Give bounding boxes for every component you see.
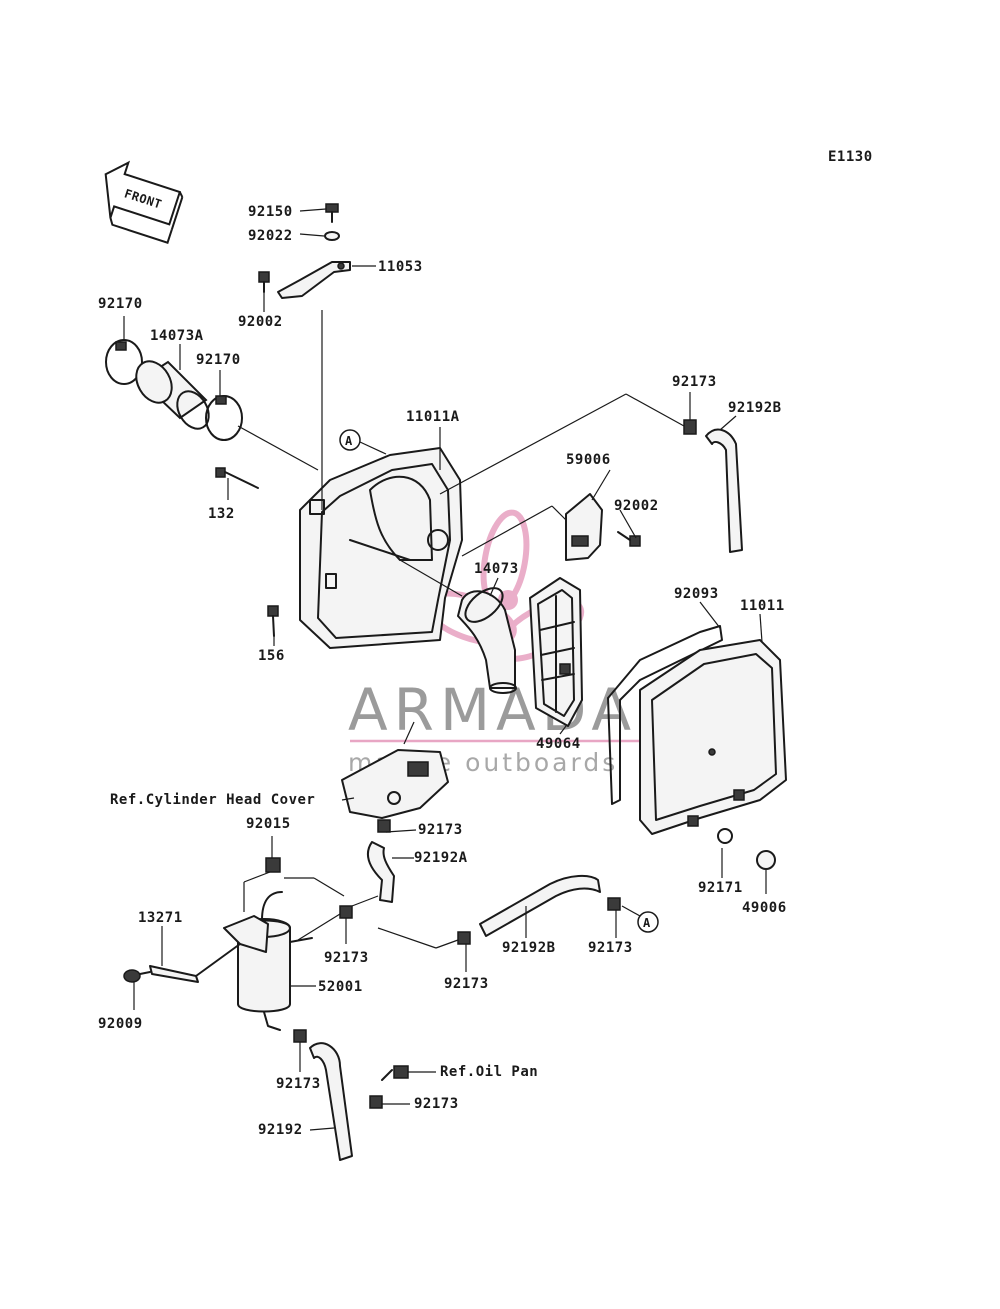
label-ref-oil-pan: Ref.Oil Pan [440, 1064, 538, 1080]
label-92173-top: 92173 [672, 374, 717, 390]
washer-92022 [324, 231, 340, 241]
leader-lines [123, 208, 767, 1131]
plate-59006 [565, 493, 603, 561]
clamp-92173-f [369, 1095, 383, 1109]
label-92002-mid: 92002 [614, 498, 659, 514]
label-92002-top: 92002 [238, 314, 283, 330]
label-92171: 92171 [698, 880, 743, 896]
bolt-92002-top [258, 271, 270, 293]
label-14073: 14073 [474, 561, 519, 577]
hose-92192A [366, 841, 395, 903]
elbow-duct-14073 [457, 587, 517, 694]
clamp-92173-b [339, 905, 353, 919]
label-13271: 13271 [138, 910, 183, 926]
label-92150: 92150 [248, 204, 293, 220]
label-92093: 92093 [674, 586, 719, 602]
label-52001: 52001 [318, 979, 363, 995]
bolt-92009 [123, 969, 151, 983]
hose-92192B-top [705, 428, 743, 553]
clamp-92170-right [205, 395, 243, 441]
connector-a-bottom: A [621, 905, 659, 933]
bracket-11053 [277, 261, 351, 299]
label-92192A: 92192A [414, 850, 468, 866]
clamp-92173-c [457, 931, 471, 945]
label-92192: 92192 [258, 1122, 303, 1138]
label-49006: 49006 [742, 900, 787, 916]
label-92192B-top: 92192B [728, 400, 782, 416]
clamp-92173-a [377, 819, 391, 833]
bolt-132 [215, 467, 259, 489]
label-59006: 59006 [566, 452, 611, 468]
label-92173-d: 92173 [444, 976, 489, 992]
svg-text:A: A [345, 434, 353, 448]
front-arrow-icon: FRONT [104, 160, 184, 244]
bolt-156 [267, 605, 279, 637]
label-132: 132 [208, 506, 235, 522]
gasket-92093 [607, 625, 723, 805]
label-92173-e: 92173 [276, 1076, 321, 1092]
label-11053: 11053 [378, 259, 423, 275]
diagram-code: E1130 [828, 149, 873, 165]
label-156: 156 [258, 648, 285, 664]
bolt-92150 [325, 203, 339, 223]
label-11011: 11011 [740, 598, 785, 614]
cap-49006 [756, 850, 776, 870]
housing-11011A [299, 447, 463, 649]
label-92015: 92015 [246, 816, 291, 832]
breather-tank-52001 [237, 891, 313, 1031]
label-92173-c: 92173 [588, 940, 633, 956]
clamp-92173-d [607, 897, 621, 911]
label-92022: 92022 [248, 228, 293, 244]
label-92170-right: 92170 [196, 352, 241, 368]
connector-a-top: A [339, 429, 387, 455]
cylinder-head-cover-ref [341, 749, 449, 819]
clip-92171 [717, 828, 733, 844]
stay-13271 [149, 915, 269, 983]
nut-92015 [265, 857, 281, 873]
hose-92192 [309, 1042, 353, 1161]
filter-element-49064 [529, 577, 583, 727]
bolt-92002-mid [617, 531, 641, 547]
svg-text:A: A [643, 916, 651, 930]
label-92173-b: 92173 [324, 950, 369, 966]
hose-92192B-low [479, 874, 601, 937]
label-92173-a: 92173 [418, 822, 463, 838]
label-49064: 49064 [536, 736, 581, 752]
label-92170-left: 92170 [98, 296, 143, 312]
duct-14073A [135, 360, 210, 430]
label-11011A: 11011A [406, 409, 460, 425]
fitting-oil-pan [381, 1065, 409, 1081]
clamp-92173-top [683, 419, 697, 435]
label-14073A: 14073A [150, 328, 204, 344]
label-92009: 92009 [98, 1016, 143, 1032]
cover-11011 [639, 639, 787, 835]
part-labels: 92150 92022 11053 92002 92170 14073A 921… [98, 204, 787, 1138]
label-ref-cylinder-head-cover: Ref.Cylinder Head Cover [110, 792, 315, 808]
label-92192B-low: 92192B [502, 940, 556, 956]
label-92173-f: 92173 [414, 1096, 459, 1112]
clamp-92173-e [293, 1029, 307, 1043]
